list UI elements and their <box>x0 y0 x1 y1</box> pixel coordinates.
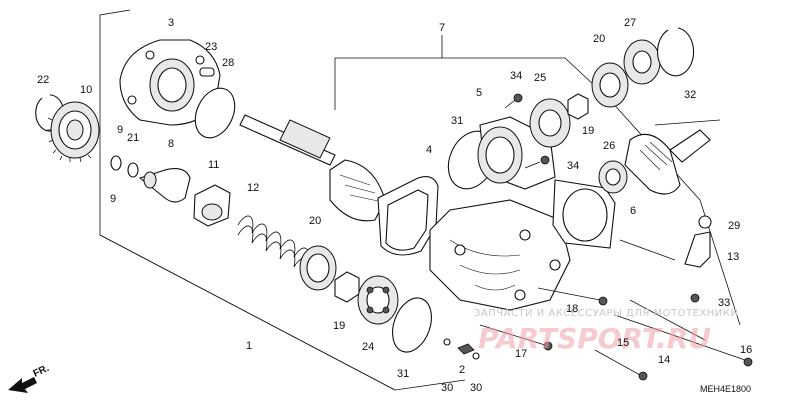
callout: 34 <box>567 160 579 172</box>
callout: 10 <box>80 84 92 96</box>
callout: 18 <box>566 303 578 315</box>
cam-8 <box>138 168 191 203</box>
callout: 2 <box>459 364 465 376</box>
nut-19-upper <box>567 93 589 120</box>
o-ring-31-lower <box>392 297 432 353</box>
callout: 28 <box>222 57 234 69</box>
nut-19 <box>334 271 360 303</box>
watermark-logo: PARTSPORT.RU <box>478 322 711 355</box>
bearing-27 <box>623 39 661 85</box>
callout: 9 <box>110 193 116 205</box>
callout: 20 <box>309 215 321 227</box>
o-ring-28 <box>194 87 236 139</box>
callout: 6 <box>630 205 636 217</box>
callout: 16 <box>740 344 752 356</box>
callout: 30 <box>441 382 453 394</box>
callout: 19 <box>582 125 594 137</box>
bolt-34 <box>504 93 523 109</box>
callout: 5 <box>476 87 482 99</box>
callout: 3 <box>168 17 174 29</box>
callout: 9 <box>117 124 123 136</box>
o-ring-9 <box>110 155 139 178</box>
callouts: 1 2 3 4 5 6 7 8 9 9 10 11 12 13 14 15 16… <box>37 17 752 394</box>
callout: 23 <box>205 41 217 53</box>
gasket-6 <box>552 179 616 249</box>
long-bolts <box>479 287 753 381</box>
callout: 13 <box>727 251 739 263</box>
bearing-20-upper <box>591 62 629 108</box>
sensor-13 <box>684 215 712 303</box>
callout: 11 <box>208 159 219 171</box>
bearing-25 <box>529 98 571 148</box>
pin-23 <box>199 67 215 77</box>
callout: 1 <box>246 340 252 352</box>
callout: 29 <box>728 220 740 232</box>
gear-10 <box>47 101 100 163</box>
watermark-top-text: ЗАПЧАСТИ И АКСЕССУАРЫ ДЛЯ МОТОТЕХНИКИ <box>474 308 738 319</box>
callout: 34 <box>510 70 522 82</box>
direction-label: FR. <box>32 363 51 380</box>
bottom-small-parts <box>443 338 480 360</box>
gasket-4 <box>377 176 439 256</box>
callout: 4 <box>426 144 432 156</box>
callout: 31 <box>451 115 463 127</box>
callout: 20 <box>593 33 605 45</box>
pinion-shaft-1 <box>239 114 386 222</box>
callout: 30 <box>470 382 482 394</box>
housing-3 <box>119 39 221 126</box>
callout: 26 <box>603 140 615 152</box>
lifter-11 <box>193 184 231 227</box>
callout: 27 <box>624 17 636 29</box>
callout: 24 <box>362 341 374 353</box>
callout: 17 <box>515 348 527 360</box>
callout: 22 <box>37 74 49 86</box>
callout: 31 <box>397 368 409 380</box>
spring-12 <box>237 215 310 276</box>
callout: 12 <box>247 182 259 194</box>
seal-26 <box>598 160 628 194</box>
callout: 33 <box>718 297 730 309</box>
callout: 32 <box>684 89 696 101</box>
callout: 21 <box>127 132 139 144</box>
callout: 25 <box>534 72 546 84</box>
callout: 8 <box>168 138 174 150</box>
callout: 7 <box>439 22 445 34</box>
bolt-34-lower <box>524 155 550 169</box>
callout: 14 <box>658 354 670 366</box>
final-gear-case <box>429 199 571 311</box>
circlip-32 <box>657 27 695 77</box>
front-direction-arrow: FR. <box>8 363 51 393</box>
callout: 15 <box>617 337 629 349</box>
bearing-24 <box>357 275 399 325</box>
bearing-20 <box>299 245 337 291</box>
drawing-code: MEH4E1800 <box>700 384 751 394</box>
callout: 19 <box>333 320 345 332</box>
ring-gear-32 <box>624 129 711 195</box>
